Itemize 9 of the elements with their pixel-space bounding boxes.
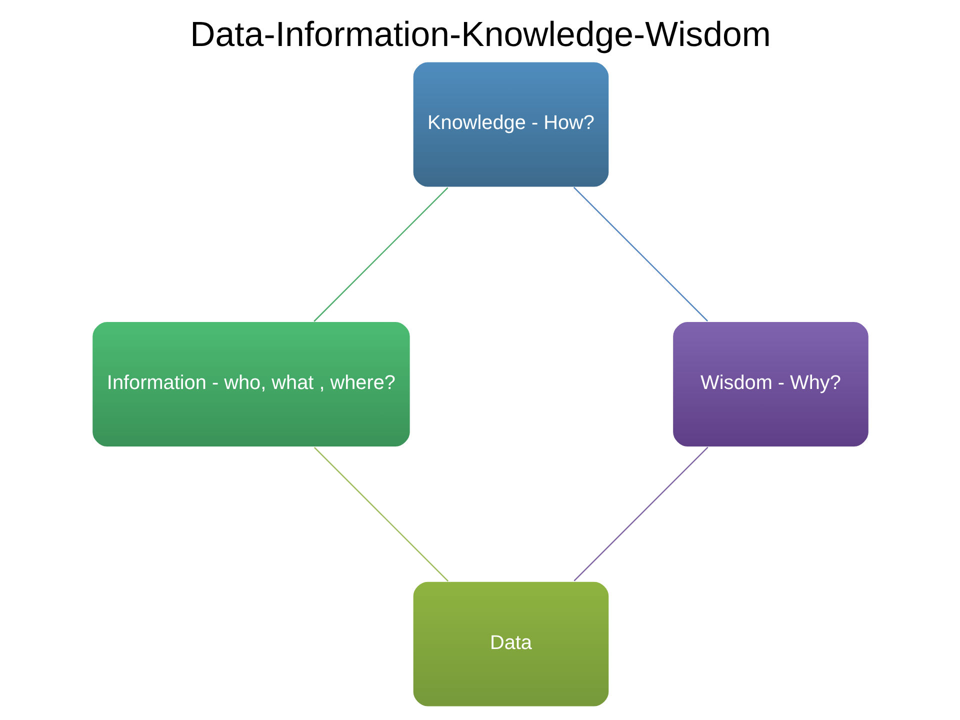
node-box: Wisdom - Why? [671,320,870,448]
connector [313,187,448,322]
node-box: Information - who, what , where? [90,320,411,448]
connector [313,447,448,582]
connector [572,186,708,322]
node-box: Data [412,580,610,708]
connector [573,446,708,582]
node-box: Knowledge - How? [412,61,610,188]
diagram-title: Data-Information-Knowledge-Wisdom [190,14,770,54]
